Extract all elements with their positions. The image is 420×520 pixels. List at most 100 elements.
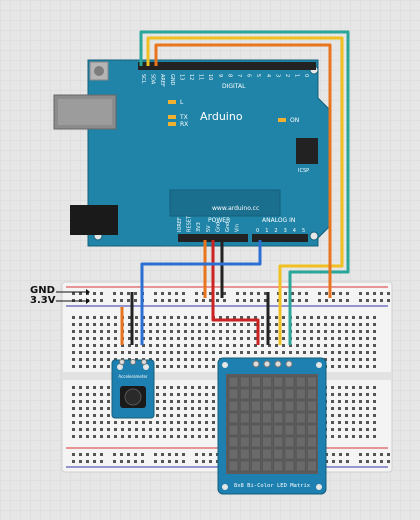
breadboard-hole: [149, 421, 152, 424]
breadboard-hole: [184, 330, 187, 333]
breadboard-hole: [223, 292, 226, 295]
led-l-label: L: [180, 99, 184, 106]
breadboard-hole: [359, 435, 362, 438]
breadboard-hole: [191, 421, 194, 424]
breadboard-hole: [257, 299, 260, 302]
breadboard-hole: [72, 344, 75, 347]
breadboard-hole: [352, 316, 355, 319]
matrix-led: [251, 400, 261, 412]
breadboard-hole: [114, 421, 117, 424]
breadboard-hole: [254, 323, 257, 326]
breadboard-hole: [317, 337, 320, 340]
breadboard-hole: [247, 330, 250, 333]
breadboard-hole: [373, 453, 376, 456]
breadboard-hole: [338, 344, 341, 347]
breadboard-hole: [198, 428, 201, 431]
breadboard-hole: [198, 323, 201, 326]
breadboard-hole: [107, 330, 110, 333]
digital-pin-label: 6: [246, 74, 252, 77]
breadboard-hole: [100, 400, 103, 403]
matrix-led: [251, 376, 261, 388]
breadboard-hole: [177, 337, 180, 340]
breadboard-hole: [79, 386, 82, 389]
breadboard-hole: [100, 292, 103, 295]
matrix-led: [251, 412, 261, 424]
matrix-led: [262, 376, 272, 388]
breadboard-hole: [338, 351, 341, 354]
matrix-led: [239, 436, 250, 448]
breadboard-hole: [191, 386, 194, 389]
breadboard-hole: [317, 344, 320, 347]
breadboard-hole: [345, 351, 348, 354]
breadboard-hole: [324, 323, 327, 326]
breadboard-hole: [373, 344, 376, 347]
breadboard-hole: [205, 407, 208, 410]
matrix-led: [239, 412, 250, 424]
breadboard-hole: [100, 316, 103, 319]
analog-pin-label: 5: [302, 228, 305, 234]
breadboard-hole: [86, 344, 89, 347]
breadboard-hole: [275, 351, 278, 354]
breadboard-hole: [93, 299, 96, 302]
breadboard-hole: [93, 344, 96, 347]
breadboard-hole: [168, 460, 171, 463]
breadboard-hole: [212, 323, 215, 326]
breadboard-hole: [175, 460, 178, 463]
breadboard-hole: [373, 351, 376, 354]
breadboard-hole: [219, 344, 222, 347]
breadboard-hole: [338, 407, 341, 410]
breadboard-hole: [282, 316, 285, 319]
breadboard-hole: [202, 453, 205, 456]
digital-pin-label: 13: [178, 74, 184, 80]
breadboard-hole: [345, 358, 348, 361]
breadboard-hole: [373, 330, 376, 333]
breadboard-hole: [275, 337, 278, 340]
breadboard-hole: [100, 435, 103, 438]
accelerometer-title: Accelerometer: [118, 374, 147, 379]
breadboard-hole: [209, 299, 212, 302]
breadboard-hole: [184, 414, 187, 417]
breadboard-hole: [107, 358, 110, 361]
breadboard-hole: [177, 386, 180, 389]
accelerometer-pins: [119, 359, 147, 365]
matrix-led: [262, 448, 272, 460]
breadboard-hole: [198, 414, 201, 417]
breadboard-hole: [191, 344, 194, 347]
breadboard-hole: [264, 299, 267, 302]
breadboard-hole: [366, 292, 369, 295]
breadboard-hole: [198, 435, 201, 438]
breadboard-hole: [212, 414, 215, 417]
breadboard-hole: [338, 365, 341, 368]
breadboard-hole: [226, 330, 229, 333]
breadboard-hole: [156, 407, 159, 410]
breadboard-hole: [240, 316, 243, 319]
digital-pin-label: 3: [274, 74, 280, 77]
breadboard-hole: [296, 351, 299, 354]
breadboard-hole: [366, 330, 369, 333]
breadboard-hole: [373, 407, 376, 410]
breadboard-hole: [359, 460, 362, 463]
breadboard-hole: [317, 351, 320, 354]
breadboard-hole: [72, 316, 75, 319]
matrix-led: [284, 436, 295, 448]
breadboard-hole: [79, 407, 82, 410]
breadboard-hole: [296, 330, 299, 333]
breadboard-hole: [100, 428, 103, 431]
led-tx: [168, 115, 176, 119]
matrix-led: [228, 460, 239, 472]
breadboard-hole: [184, 323, 187, 326]
breadboard-hole: [261, 330, 264, 333]
breadboard-hole: [359, 316, 362, 319]
breadboard-hole: [324, 358, 327, 361]
breadboard-hole: [332, 460, 335, 463]
analog-label: ANALOG IN: [262, 217, 295, 224]
led-rx-label: RX: [180, 121, 188, 128]
matrix-title: 8x8 Bi-Color LED Matrix: [234, 483, 311, 489]
breadboard-hole: [195, 299, 198, 302]
breadboard-hole: [191, 330, 194, 333]
breadboard-hole: [366, 386, 369, 389]
site-label: www.arduino.cc: [212, 205, 259, 212]
brand-label: Arduino: [200, 110, 243, 123]
breadboard-hole: [134, 292, 137, 295]
breadboard-hole: [212, 421, 215, 424]
